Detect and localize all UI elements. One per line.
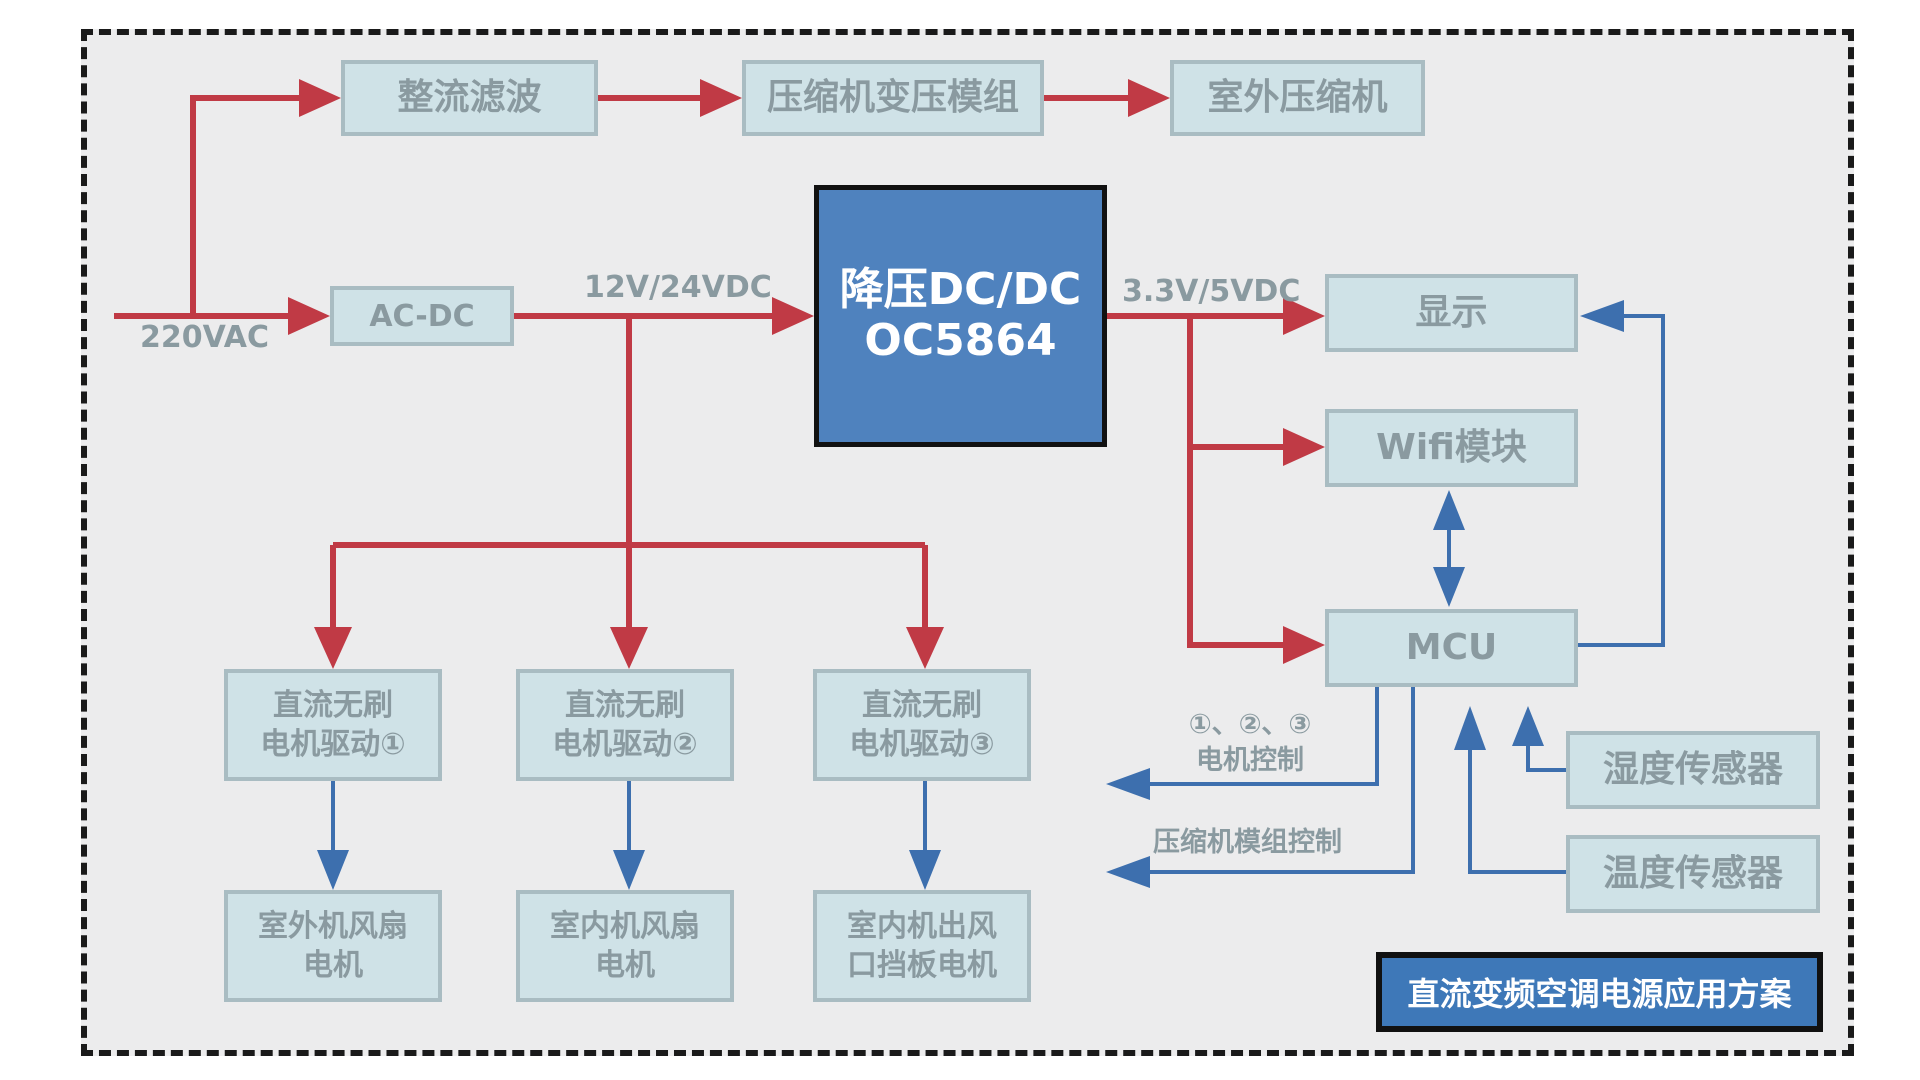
indoor-fan-motor-block: 室内机风扇 电机 [516, 890, 734, 1002]
bldc-driver-3-block: 直流无刷 电机驱动③ [813, 669, 1031, 781]
arrowhead-wifi-up [1433, 490, 1465, 530]
mcu-block: MCU [1325, 609, 1578, 687]
logic-voltage-label: 3.3V/5VDC [1122, 274, 1301, 309]
arrowhead-compressor-control [1106, 856, 1150, 888]
line-compressor-control [1140, 687, 1415, 874]
arrowhead-to-transformer [700, 79, 742, 117]
arrowhead-to-indoor-fan [613, 850, 645, 890]
line-logic-drop [1187, 316, 1295, 648]
display-block: 显示 [1325, 274, 1578, 352]
arrowhead-to-compressor [1128, 79, 1170, 117]
buck-dcdc-chip: 降压DC/DC OC5864 [814, 185, 1107, 447]
rectifier-filter-block: 整流滤波 [341, 60, 598, 136]
input-voltage-label: 220VAC [140, 320, 270, 355]
arrowhead-to-driver-1 [314, 627, 352, 669]
chip-part-number: OC5864 [864, 315, 1057, 366]
arrowhead-to-acdc [288, 297, 330, 335]
arrowhead-to-mcu [1283, 626, 1325, 664]
arrowhead-to-rectifier [299, 79, 341, 117]
temperature-sensor-block: 温度传感器 [1566, 835, 1820, 913]
arrowhead-to-driver-2 [610, 627, 648, 669]
outdoor-compressor-block: 室外压缩机 [1170, 60, 1425, 136]
chip-function-label: 降压DC/DC [839, 264, 1082, 316]
line-input-to-rectifier [190, 95, 310, 316]
motor-control-numbers-label: ①、②、③ [1188, 709, 1312, 740]
arrowhead-to-outdoor-fan [317, 850, 349, 890]
compressor-control-label: 压缩机模组控制 [1153, 827, 1342, 858]
arrowhead-to-damper [909, 850, 941, 890]
outdoor-fan-motor-block: 室外机风扇 电机 [224, 890, 442, 1002]
bldc-driver-2-block: 直流无刷 电机驱动② [516, 669, 734, 781]
line-temperature-to-mcu [1468, 748, 1566, 874]
arrowhead-humidity-in [1512, 706, 1544, 746]
arrowhead-to-driver-3 [906, 627, 944, 669]
arrowhead-display-feedback [1580, 300, 1624, 332]
motor-control-label: 电机控制 [1196, 745, 1304, 776]
line-mcu-to-display [1578, 314, 1665, 647]
arrowhead-to-chip [772, 297, 814, 335]
wifi-module-block: Wifi模块 [1325, 409, 1578, 487]
compressor-transformer-block: 压缩机变压模组 [742, 60, 1044, 136]
damper-motor-block: 室内机出风 口挡板电机 [813, 890, 1031, 1002]
arrowhead-to-wifi [1283, 428, 1325, 466]
line-humidity-to-mcu [1526, 742, 1566, 772]
line-motor-control [1140, 687, 1379, 786]
diagram-title-badge: 直流变频空调电源应用方案 [1376, 952, 1823, 1032]
arrowhead-temperature-in [1454, 706, 1486, 750]
arrowhead-motor-control [1106, 768, 1150, 800]
bldc-driver-1-block: 直流无刷 电机驱动① [224, 669, 442, 781]
humidity-sensor-block: 湿度传感器 [1566, 731, 1820, 809]
bus-voltage-label: 12V/24VDC [584, 270, 772, 305]
arrowhead-to-display [1283, 297, 1325, 335]
arrowhead-mcu-down [1433, 567, 1465, 607]
acdc-block: AC-DC [330, 286, 514, 346]
